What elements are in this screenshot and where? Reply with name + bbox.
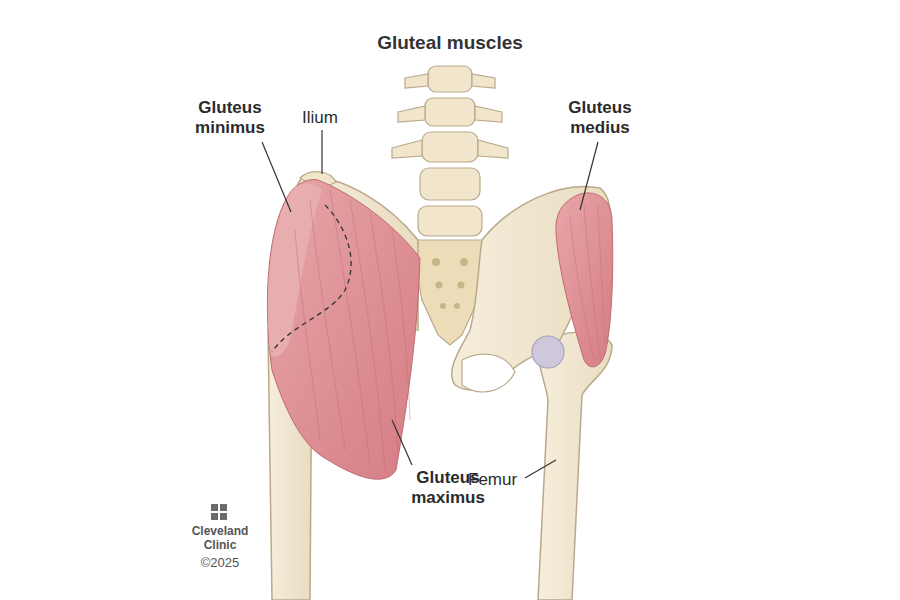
part-label: Gluteus medius — [552, 98, 648, 137]
part-label: Gluteus minimus — [178, 98, 282, 137]
logo-text: Cleveland Clinic — [180, 525, 260, 553]
diagram-title: Gluteal muscles — [0, 32, 900, 54]
part-label: Ilium — [302, 108, 362, 128]
copyright: ©2025 — [180, 556, 260, 571]
part-label: Femur — [468, 470, 528, 490]
